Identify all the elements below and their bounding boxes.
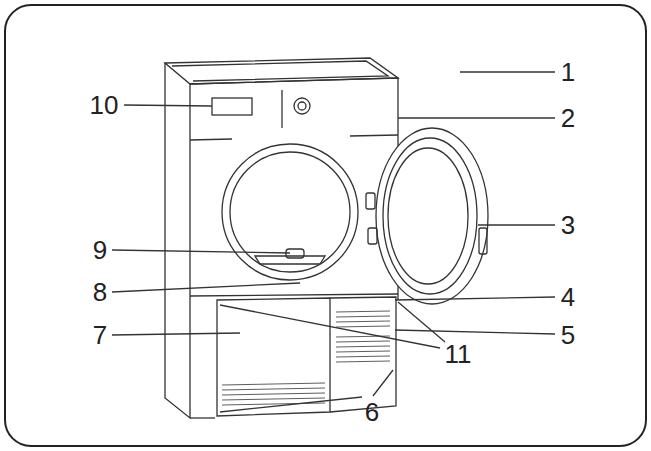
callout-number: 10	[90, 92, 119, 118]
callout-number: 11	[445, 341, 472, 367]
callout-number: 7	[93, 322, 107, 348]
dryer-body	[165, 58, 488, 418]
callout-number: 9	[93, 237, 107, 263]
callout-number: 8	[93, 279, 107, 305]
callout-number: 1	[561, 59, 575, 85]
leader-lines	[112, 72, 555, 412]
callout-number: 5	[561, 322, 575, 348]
callout-number: 3	[561, 212, 575, 238]
callout-number: 2	[561, 105, 575, 131]
frame	[5, 5, 646, 446]
callout-number: 4	[561, 284, 575, 310]
callout-number: 6	[365, 399, 379, 425]
